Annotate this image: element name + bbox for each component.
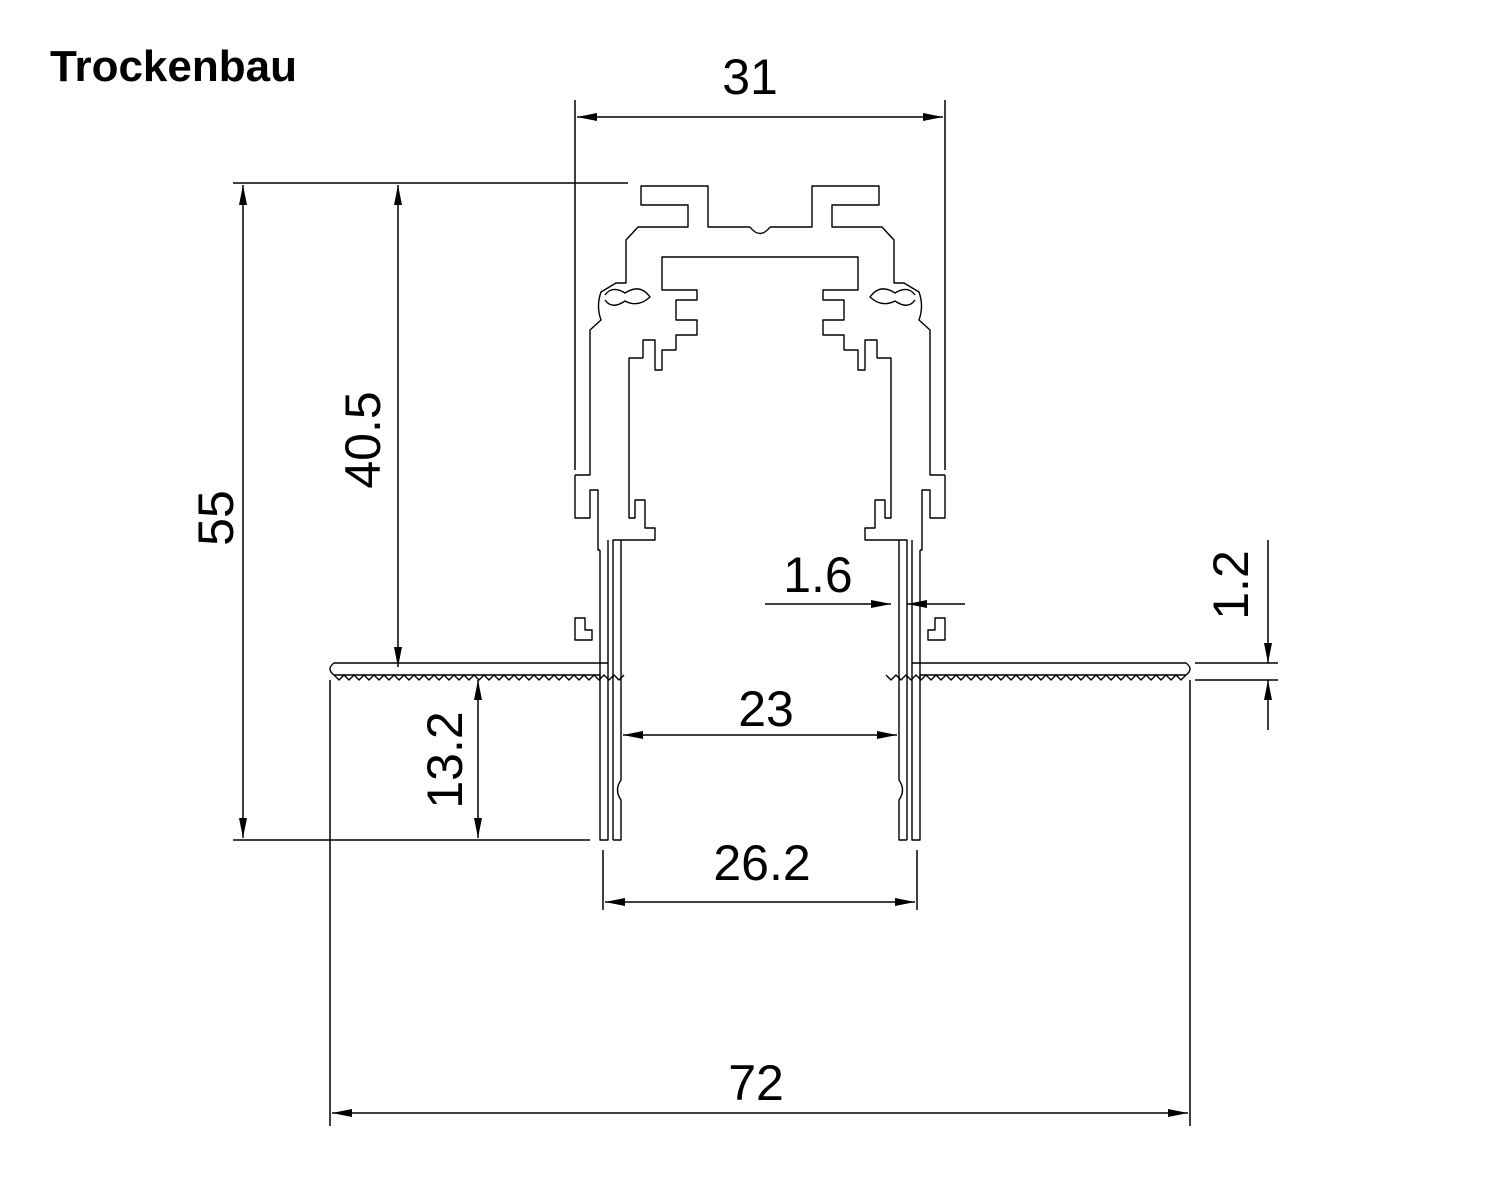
right-lug xyxy=(869,288,916,306)
right-flange-serration xyxy=(885,674,1187,681)
top-center-notch xyxy=(749,226,771,235)
left-clip-upper xyxy=(574,475,600,551)
dim-total-height: 55 xyxy=(188,182,628,841)
dim-top-width: 31 xyxy=(574,49,946,470)
right-outer-wall xyxy=(911,540,921,841)
dim-lower-height-label: 13.2 xyxy=(417,711,473,808)
dim-flange-thickness-label: 1.2 xyxy=(1203,550,1259,620)
dim-total-height-label: 55 xyxy=(188,490,244,546)
dim-outer-width-label: 26.2 xyxy=(713,835,810,891)
dim-flange-thickness: 1.2 xyxy=(1195,540,1278,730)
dim-total-width-label: 72 xyxy=(728,1055,784,1111)
dim-top-width-label: 31 xyxy=(722,49,778,105)
dim-inner-width: 23 xyxy=(623,681,897,739)
left-outer-shell xyxy=(575,185,750,476)
left-flange xyxy=(329,662,608,680)
left-inner-top xyxy=(642,256,760,371)
dim-lower-height: 13.2 xyxy=(417,680,482,838)
profile-cross-section xyxy=(329,185,1191,841)
right-outer-shell xyxy=(770,185,945,476)
dim-upper-height-label: 40.5 xyxy=(335,391,391,488)
left-clip-lower xyxy=(574,617,593,641)
dim-outer-width: 26.2 xyxy=(602,835,918,910)
drawing-title: Trockenbau xyxy=(50,42,297,91)
dim-upper-height: 40.5 xyxy=(335,185,402,667)
dim-total-width: 72 xyxy=(329,680,1191,1126)
dim-wall-thickness-label: 1.6 xyxy=(783,547,853,603)
right-inner-wall xyxy=(864,357,908,841)
right-flange xyxy=(912,662,1191,680)
right-inner-top xyxy=(760,256,878,371)
dim-inner-width-label: 23 xyxy=(738,681,794,737)
left-lug xyxy=(604,288,651,306)
right-clip-upper xyxy=(920,475,946,551)
right-clip-lower xyxy=(927,617,946,641)
left-flange-serration xyxy=(333,674,625,681)
left-inner-wall xyxy=(612,357,656,841)
left-outer-wall xyxy=(599,540,609,841)
dim-wall-thickness: 1.6 xyxy=(765,547,965,608)
